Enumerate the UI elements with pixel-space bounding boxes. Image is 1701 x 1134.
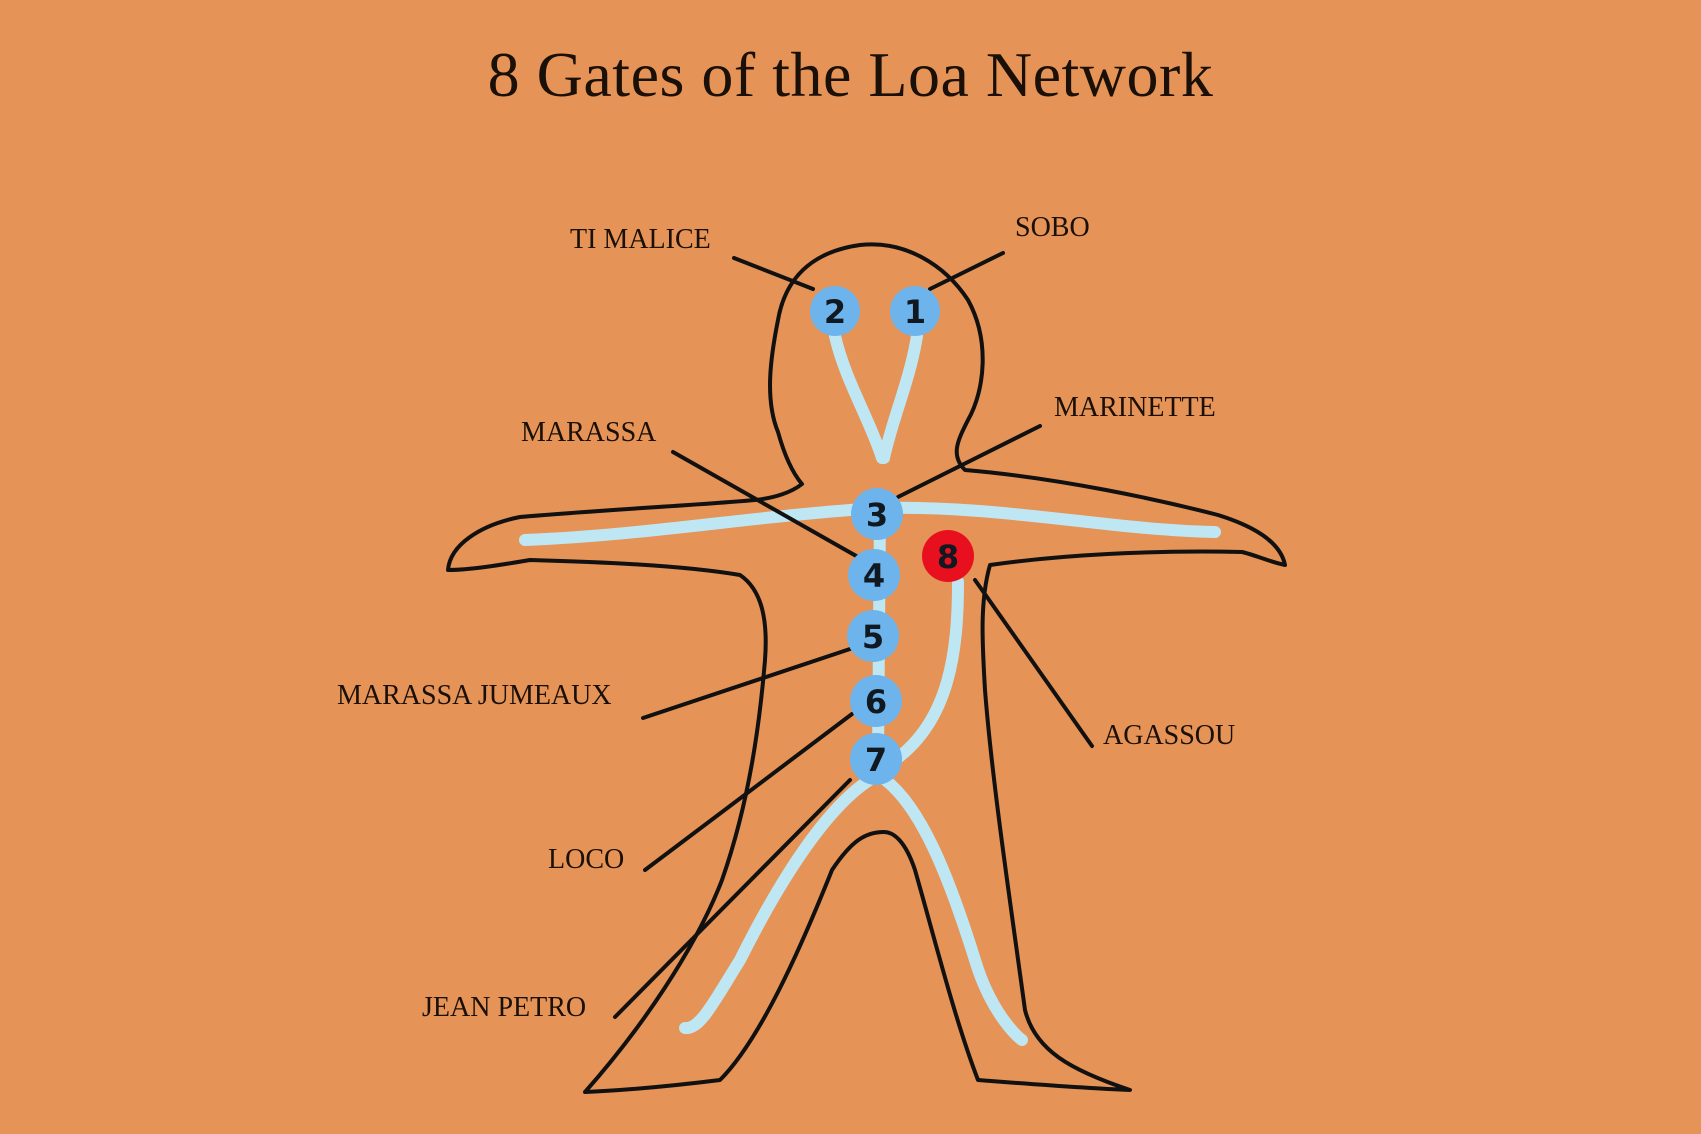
gate-5: 5 [847, 610, 899, 662]
gate-8: 8 [922, 530, 974, 582]
gate-8-number: 8 [937, 538, 959, 576]
gate-6-marker [850, 675, 902, 727]
leader-gate-5 [641, 647, 852, 720]
leader-gate-4 [671, 450, 860, 559]
gate-5-marker [847, 610, 899, 662]
leader-lines [613, 251, 1094, 1019]
channel-right-leg [872, 769, 1028, 1046]
label-gate-7: JEAN PETRO [422, 992, 586, 1023]
diagram-title: 8 Gates of the Loa Network [487, 39, 1214, 110]
leader-gate-7 [613, 778, 852, 1019]
channel-left-leg [679, 769, 884, 1034]
label-gate-6: LOCO [548, 844, 624, 875]
gate-4-number: 4 [863, 557, 885, 595]
gate-8-marker [922, 530, 974, 582]
leader-gate-1 [928, 251, 1005, 291]
gate-3-number: 3 [866, 496, 888, 534]
gate-6: 6 [850, 675, 902, 727]
label-gate-8: AGASSOU [1103, 720, 1235, 751]
gate-1-marker [890, 286, 940, 336]
leader-gate-8 [973, 578, 1094, 748]
label-gate-5: MARASSA JUMEAUX [337, 680, 612, 711]
gate-3: 3 [851, 488, 903, 540]
gate-7-number: 7 [865, 741, 887, 779]
label-gate-1: SOBO [1015, 212, 1090, 243]
gate-1-number: 1 [904, 293, 926, 331]
figure-outline [446, 242, 1287, 1094]
leader-gate-2 [732, 256, 815, 291]
gate-2: 2 [810, 286, 860, 336]
label-gate-2: TI MALICE [570, 224, 711, 255]
gate-5-number: 5 [862, 618, 884, 656]
channel-head-left [829, 330, 888, 464]
gate-2-number: 2 [824, 293, 846, 331]
gate-1: 1 [890, 286, 940, 336]
gate-2-marker [810, 286, 860, 336]
label-gate-4: MARASSA [521, 417, 657, 448]
leader-gate-6 [643, 712, 854, 872]
gate-7-marker [850, 733, 902, 785]
gate-4: 4 [848, 549, 900, 601]
gate-4-marker [848, 549, 900, 601]
leader-gate-3 [896, 424, 1042, 499]
channel-gate-8 [889, 576, 964, 766]
gate-6-number: 6 [865, 683, 887, 721]
label-gate-3: MARINETTE [1054, 392, 1216, 423]
gate-7: 7 [850, 733, 902, 785]
gate-3-marker [851, 488, 903, 540]
channel-head-right [878, 330, 923, 464]
